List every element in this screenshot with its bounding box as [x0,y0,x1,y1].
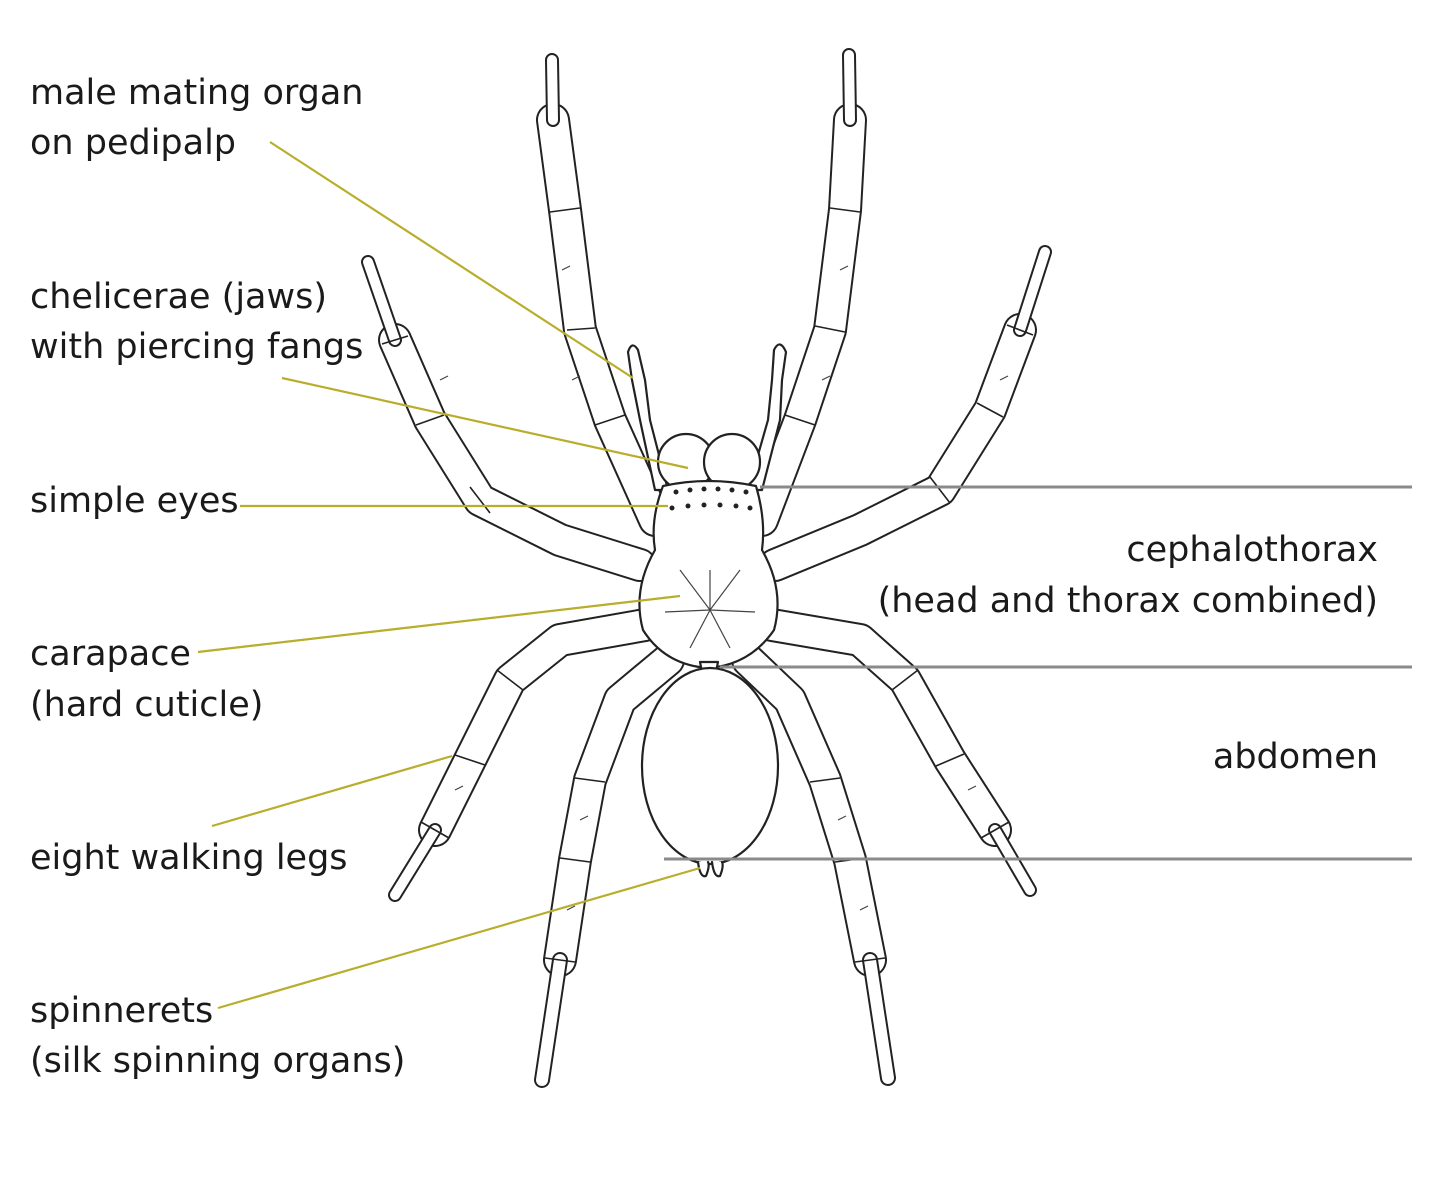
leader-carapace [197,594,681,654]
abdomen [640,660,780,878]
label-cephalothorax-line2: (head and thorax combined) [878,581,1378,621]
pedipalp-left [626,344,670,492]
right-labels: cephalothorax (head and thorax combined)… [878,530,1378,777]
leader-chelicerae [281,376,689,470]
leader-legs [211,754,453,828]
label-chelicerae-line2: with piercing fangs [30,327,363,367]
walking-legs [361,48,1052,1088]
leader-spinnerets [217,866,701,1010]
left-labels: male mating organ on pedipalp chelicerae… [30,73,405,1081]
pedipalp-right [746,343,788,492]
label-eyes: simple eyes [30,481,239,521]
chelicerae [656,432,762,492]
carapace-grooves [664,569,756,649]
region-lines [664,485,1412,861]
label-legs: eight walking legs [30,838,348,878]
label-chelicerae-line1: chelicerae (jaws) [30,277,327,317]
label-spinnerets-line2: (silk spinning organs) [30,1041,405,1081]
abdomen-shape [640,666,780,866]
label-pedipalp-line2: on pedipalp [30,123,236,163]
leader-lines [197,141,701,1010]
label-spinnerets-line1: spinnerets [30,991,213,1031]
label-cephalothorax-line1: cephalothorax [1126,530,1378,570]
carapace-shape [638,479,779,670]
label-abdomen: abdomen [1213,737,1378,777]
pedipalps [626,343,788,492]
label-carapace-line2: (hard cuticle) [30,685,263,725]
leader-pedipalp [269,141,634,379]
spinnerets [696,860,724,878]
cephalothorax [638,479,779,670]
label-carapace-line1: carapace [30,634,191,674]
eye-cluster [669,486,753,511]
label-pedipalp-line1: male mating organ [30,73,363,113]
